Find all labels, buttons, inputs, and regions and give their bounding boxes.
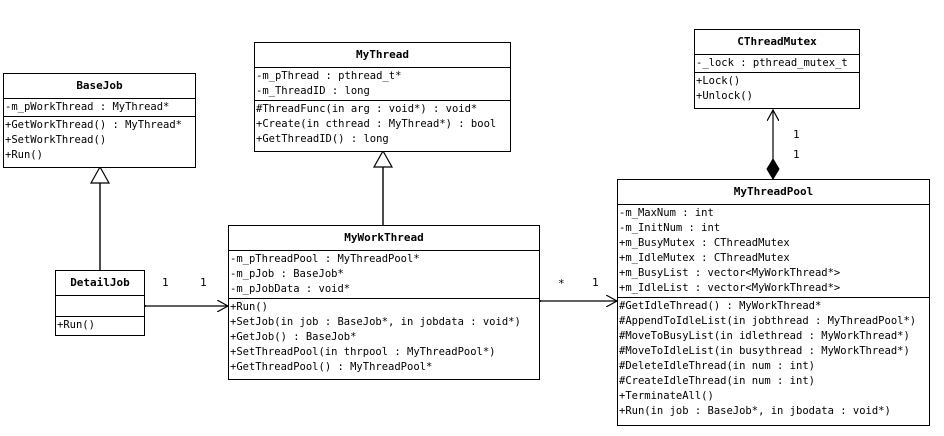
attribute-row: -m_pThread : pthread_t* <box>256 70 402 82</box>
attribute-section: -_lock : pthread_mutex_t <box>695 55 859 73</box>
attribute-row: -m_ThreadID : long <box>256 85 370 97</box>
class-mythreadpool[interactable]: MyThreadPool -m_MaxNum : int -m_InitNum : … <box>617 179 930 426</box>
attribute-row: +m_BusyList : vector<MyWorkThread*> <box>619 267 841 279</box>
class-basejob[interactable]: BaseJob -m_pWorkThread : MyThread* +GetWor… <box>3 73 196 168</box>
multiplicity-pool-right: 1 <box>592 276 599 289</box>
operation-row: #CreateIdleThread(in num : int) <box>619 375 815 387</box>
operation-row: +Run() <box>57 319 95 331</box>
class-detailjob[interactable]: DetailJob +Run() <box>55 270 145 336</box>
operation-row: +GetThreadID() : long <box>256 133 389 145</box>
operation-row: +Unlock() <box>696 90 753 102</box>
operation-section: #GetIdleThread() : MyWorkThread* #AppendT… <box>618 298 929 420</box>
attribute-row: +m_IdleMutex : CThreadMutex <box>619 252 790 264</box>
attribute-row: -_lock : pthread_mutex_t <box>696 57 848 69</box>
attribute-section: -m_pThreadPool : MyThreadPool* -m_pJob : … <box>229 251 539 299</box>
operation-row: +GetWorkThread() : MyThread* <box>5 119 183 131</box>
operation-row: +Run() <box>230 301 268 313</box>
generalization-triangle-basejob <box>89 165 111 184</box>
operation-row: +TerminateAll() <box>619 390 714 402</box>
attribute-row: -m_MaxNum : int <box>619 207 714 219</box>
attribute-row: +m_IdleList : vector<MyWorkThread*> <box>619 282 841 294</box>
composition-diamond <box>766 158 780 180</box>
attribute-section: -m_MaxNum : int -m_InitNum : int +m_BusyMu… <box>618 205 929 298</box>
multiplicity-detail-right: 1 <box>200 276 207 289</box>
multiplicity-pool-left: * <box>558 277 565 290</box>
attribute-section <box>56 296 144 317</box>
operation-row: +Run() <box>5 149 43 161</box>
operation-row: +SetJob(in job : BaseJob*, in jobdata : … <box>230 316 521 328</box>
generalization-triangle-mythread <box>372 149 394 168</box>
attribute-section: -m_pWorkThread : MyThread* <box>4 99 195 117</box>
attribute-row: +m_BusyMutex : CThreadMutex <box>619 237 790 249</box>
attribute-row: -m_pJob : BaseJob* <box>230 268 344 280</box>
operation-section: +Run() +SetJob(in job : BaseJob*, in jobd… <box>229 299 539 376</box>
operation-row: +GetThreadPool() : MyThreadPool* <box>230 361 433 373</box>
operation-row: #AppendToIdleList(in jobthread : MyThrea… <box>619 315 917 327</box>
class-name: MyThread <box>255 43 510 68</box>
operation-row: +SetThreadPool(in thrpool : MyThreadPool… <box>230 346 496 358</box>
class-cthreadmutex[interactable]: CThreadMutex -_lock : pthread_mutex_t +Loc… <box>694 29 860 109</box>
attribute-row: -m_pThreadPool : MyThreadPool* <box>230 253 420 265</box>
attribute-row: -m_pJobData : void* <box>230 283 351 295</box>
operation-row: +GetJob() : BaseJob* <box>230 331 357 343</box>
class-mythread[interactable]: MyThread -m_pThread : pthread_t* -m_Thread… <box>254 42 511 152</box>
class-name: BaseJob <box>4 74 195 99</box>
operation-row: +Run(in job : BaseJob*, in jbodata : voi… <box>619 405 891 417</box>
attribute-section: -m_pThread : pthread_t* -m_ThreadID : lon… <box>255 68 510 101</box>
attribute-row: -m_pWorkThread : MyThread* <box>5 101 170 113</box>
operation-section: +GetWorkThread() : MyThread* +SetWorkThre… <box>4 117 195 164</box>
multiplicity-detail-left: 1 <box>162 276 169 289</box>
operation-section: +Run() <box>56 317 144 334</box>
operation-row: #ThreadFunc(in arg : void*) : void* <box>256 103 478 115</box>
class-name: DetailJob <box>56 271 144 296</box>
operation-row: #MoveToIdleList(in busythread : MyWorkTh… <box>619 345 910 357</box>
multiplicity-mutex-top: 1 <box>793 128 800 141</box>
operation-row: +Lock() <box>696 75 741 87</box>
class-name: MyThreadPool <box>618 180 929 205</box>
operation-section: #ThreadFunc(in arg : void*) : void* +Crea… <box>255 101 510 148</box>
class-name: MyWorkThread <box>229 226 539 251</box>
operation-section: +Lock() +Unlock() <box>695 73 859 105</box>
operation-row: #MoveToBusyList(in idlethread : MyWorkTh… <box>619 330 910 342</box>
operation-row: +Create(in cthread : MyThread*) : bool <box>256 118 497 130</box>
attribute-row: -m_InitNum : int <box>619 222 721 234</box>
operation-row: +SetWorkThread() <box>5 134 107 146</box>
operation-row: #GetIdleThread() : MyWorkThread* <box>619 300 822 312</box>
class-name: CThreadMutex <box>695 30 859 55</box>
class-myworkthread[interactable]: MyWorkThread-m_pThreadPool : MyThreadPoo… <box>228 225 540 380</box>
operation-row: #DeleteIdleThread(in num : int) <box>619 360 815 372</box>
multiplicity-mutex-bottom: 1 <box>793 148 800 161</box>
